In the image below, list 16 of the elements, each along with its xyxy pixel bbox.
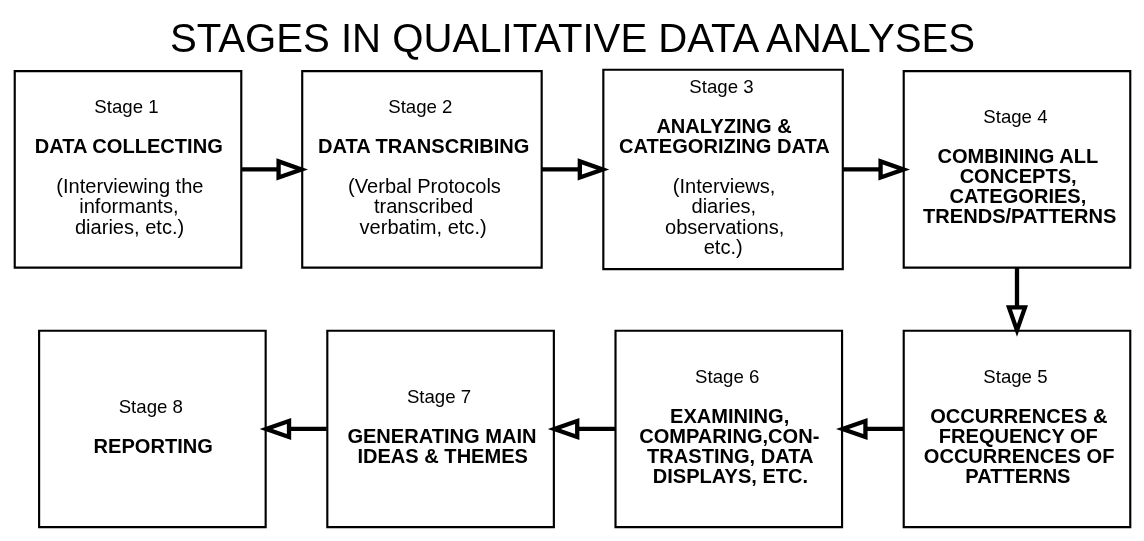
node-box: Stage 3 ANALYZING & CATEGORIZING DATA (Interviews, diaries, observations, etc.) bbox=[601, 68, 844, 271]
arrow bbox=[541, 158, 609, 181]
node-box: Stage 4 COMBINING ALL CONCEPTS, CATEGORIES, TRENDS/PATTERNS bbox=[902, 70, 1131, 269]
node-box: Stage 7 GENERATING MAIN IDEAS & THEMES bbox=[325, 329, 555, 529]
node-box: Stage 8 REPORTING bbox=[37, 329, 267, 529]
node-box: Stage 1 DATA COLLECTING (Interviewing the informants, diaries, etc.) bbox=[13, 70, 242, 269]
arrow bbox=[241, 158, 308, 181]
node-box: Stage 6 EXAMINING, COMPARING,CON- TRASTING, DATA DISPLAYS, ETC. bbox=[613, 329, 843, 529]
node-box: Stage 5 OCCURRENCES & FREQUENCY OF OCCURRENCES OF PATTERNS bbox=[902, 329, 1131, 529]
arrow bbox=[1005, 267, 1028, 337]
arrow bbox=[259, 417, 327, 440]
diagram-title: STAGES IN QUALITATIVE DATA ANALYSES bbox=[169, 15, 975, 61]
arrow bbox=[835, 417, 903, 440]
arrow bbox=[842, 158, 910, 181]
arrow bbox=[547, 417, 615, 440]
node-box: Stage 2 DATA TRANSCRIBING (Verbal Protocols transcribed verbatim, etc.) bbox=[300, 70, 543, 269]
